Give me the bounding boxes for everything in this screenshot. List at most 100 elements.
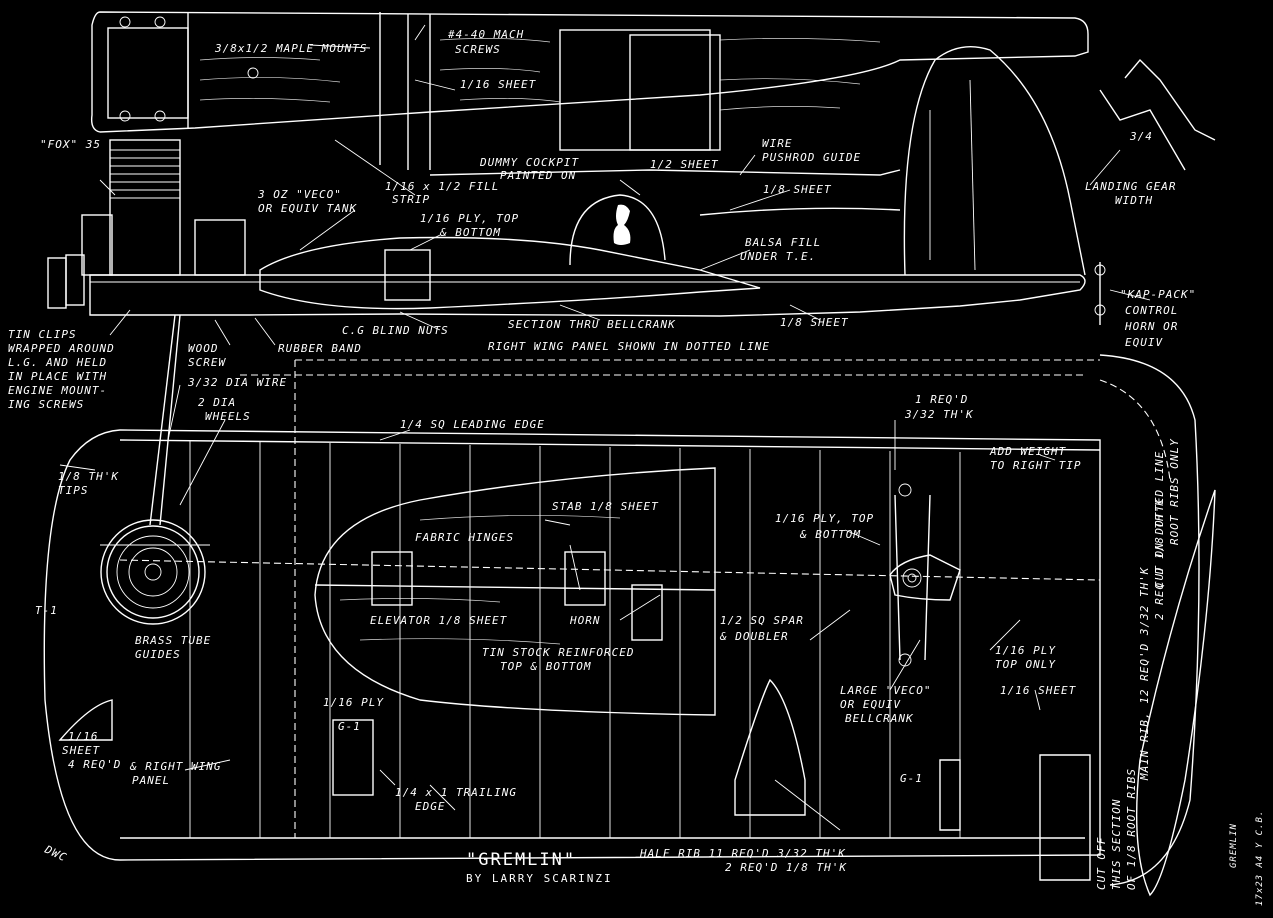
label-sheet-top: 1/16 SHEET (460, 78, 537, 91)
label-ply-top-only-2: TOP ONLY (995, 658, 1056, 671)
label-sheet-4req-2: SHEET (62, 744, 100, 757)
label-fabric-hinges: FABRIC HINGES (415, 531, 514, 544)
label-tin-clips-1: TIN CLIPS (8, 328, 77, 341)
label-trailing-edge-1: 1/4 x 1 TRAILING (395, 786, 517, 799)
label-wheels-2: WHEELS (205, 410, 251, 423)
label-balsa-fill-1: BALSA FILL (745, 236, 821, 249)
label-trailing-edge-2: EDGE (415, 800, 446, 813)
label-tips-1: 1/8 TH'K (58, 470, 119, 483)
label-ply-wing-1: 1/16 PLY, TOP (775, 512, 874, 525)
label-tin-clips-4: IN PLACE WITH (8, 370, 107, 383)
label-cut-off-1: CUT OFF (1095, 837, 1108, 890)
label-tin-clips-6: ING SCREWS (8, 398, 84, 411)
label-req-2: 3/32 TH'K (904, 408, 974, 421)
label-brass-2: GUIDES (135, 648, 181, 661)
label-wire-pushrod-2: PUSHROD GUIDE (762, 151, 861, 164)
label-balsa-fill-2: UNDER T.E. (740, 250, 816, 263)
label-sheet-4req-3: 4 REQ'D (68, 758, 121, 771)
label-elevator: ELEVATOR 1/8 SHEET (370, 614, 508, 627)
label-g1-a: G-1 (338, 720, 361, 733)
label-half-rib-2: 2 REQ'D 1/8 TH'K (725, 861, 847, 874)
label-right-wing-1: & RIGHT WING (129, 760, 221, 773)
plan-title: "GREMLIN" (466, 850, 576, 870)
label-sheet-right: 1/16 SHEET (1000, 684, 1077, 697)
label-kap-pack-3: HORN OR (1124, 320, 1178, 333)
label-eighth-sheet-upper: 1/8 SHEET (763, 183, 832, 196)
label-tank-1: 3 OZ "VECO" (257, 188, 342, 201)
label-dim-34: 3/4 (1129, 130, 1153, 143)
bellcrank (889, 483, 961, 667)
label-cg-blind-nuts: C.G BLIND NUTS (342, 324, 449, 337)
top-view (43, 354, 1216, 897)
label-tin-stock-1: TIN STOCK REINFORCED (482, 646, 634, 659)
label-dummy-cockpit-1: DUMMY COCKPIT (479, 156, 579, 169)
label-eighth-sheet-lower: 1/8 SHEET (780, 316, 849, 329)
label-add-weight-1: ADD WEIGHT (989, 445, 1067, 458)
engine (47, 139, 246, 309)
label-half-rib-1: HALF RIB 11 REQ'D 3/32 TH'K (639, 847, 846, 860)
label-cut-dotted-1: CUT ON DOTTED LINE (1153, 451, 1166, 588)
label-add-weight-2: TO RIGHT TIP (990, 459, 1081, 472)
label-kap-pack-4: EQUIV (1125, 336, 1163, 349)
label-spar-1: 1/2 SQ SPAR (720, 614, 804, 627)
label-dummy-cockpit-2: PAINTED ON (500, 169, 576, 182)
label-ply-top-1: 1/16 PLY, TOP (420, 212, 519, 225)
label-kap-pack-1: "KAP-PACK" (1120, 288, 1196, 301)
wheel (100, 519, 210, 625)
label-mach-screws-2: SCREWS (455, 43, 501, 56)
label-ply-top-only-1: 1/16 PLY (995, 644, 1056, 657)
label-fill-strip-2: STRIP (392, 193, 430, 206)
label-section-bellcrank: SECTION THRU BELLCRANK (508, 318, 676, 331)
label-large-veco-1: LARGE "VECO" (840, 684, 931, 697)
drafter-initials: DWC (42, 843, 69, 865)
label-rib-note-1: MAIN RIB, 12 REQ'D 3/32 TH'K (1138, 566, 1151, 781)
label-fox-engine: "FOX" 35 (40, 138, 101, 151)
label-req-1: 1 REQ'D (915, 393, 968, 406)
label-right-wing-dotted: RIGHT WING PANEL SHOWN IN DOTTED LINE (488, 340, 770, 353)
label-spar-2: & DOUBLER (719, 630, 789, 643)
label-wire-pushrod-1: WIRE (762, 137, 793, 150)
label-tin-clips-5: ENGINE MOUNT- (8, 384, 107, 397)
side-ref-code: 17x23 A4 Y C.B. (1255, 810, 1265, 906)
label-g1-b: G-1 (900, 772, 923, 785)
label-half-sheet: 1/2 SHEET (650, 158, 719, 171)
label-fill-strip-1: 1/16 x 1/2 FILL (385, 180, 499, 193)
side-ref-name: GREMLIN (1229, 823, 1239, 868)
label-tips-2: TIPS (58, 484, 89, 497)
label-wheels-1: 2 DIA (198, 396, 236, 409)
label-sheet-4req-1: 1/16 (68, 730, 99, 743)
label-cut-off-2: THIS SECTION (1110, 799, 1123, 890)
label-landing-gear-2: WIDTH (1115, 194, 1153, 207)
label-mach-screws-1: #4-40 MACH (447, 28, 524, 41)
label-large-veco-2: OR EQUIV (840, 698, 901, 711)
label-wood-screw-1: WOOD (188, 342, 219, 355)
label-rib-note-2: 2 REQ'D 1/8 TH'K (1153, 498, 1166, 620)
label-tank-2: OR EQUIV TANK (258, 202, 357, 215)
label-landing-gear-1: LANDING GEAR (1085, 180, 1176, 193)
side-view (47, 11, 1216, 526)
annotations: 3/8x1/2 MAPLE MOUNTS #4-40 MACH SCREWS 1… (8, 28, 1196, 890)
label-cut-dotted-2: ROOT RIBS ONLY (1168, 438, 1181, 545)
plan-subtitle: BY LARRY SCARINZI (466, 872, 613, 885)
label-tin-clips-2: WRAPPED AROUND (8, 342, 115, 355)
label-wood-screw-2: SCREW (188, 356, 226, 369)
label-ply-top-2: & BOTTOM (439, 226, 501, 239)
label-right-wing-2: PANEL (132, 774, 170, 787)
label-stab: STAB 1/8 SHEET (552, 500, 659, 513)
label-brass-1: BRASS TUBE (135, 634, 211, 647)
label-maple-mounts: 3/8x1/2 MAPLE MOUNTS (214, 42, 367, 55)
leader-lines (59, 24, 1151, 831)
label-leading-edge: 1/4 SQ LEADING EDGE (400, 418, 545, 431)
label-tin-clips-3: L.G. AND HELD (8, 356, 107, 369)
label-cut-off-3: OF 1/8 ROOT RIBS (1125, 768, 1138, 890)
label-dia-wire: 3/32 DIA WIRE (187, 376, 287, 389)
label-ply-g1: 1/16 PLY (323, 696, 384, 709)
label-ply-wing-2: & BOTTOM (799, 528, 861, 541)
label-horn: HORN (569, 614, 601, 627)
label-tin-stock-2: TOP & BOTTOM (500, 660, 591, 673)
label-kap-pack-2: CONTROL (1125, 304, 1178, 317)
label-t1: T-1 (35, 604, 58, 617)
label-rubber-band: RUBBER BAND (278, 342, 362, 355)
label-large-veco-3: BELLCRANK (845, 712, 914, 725)
